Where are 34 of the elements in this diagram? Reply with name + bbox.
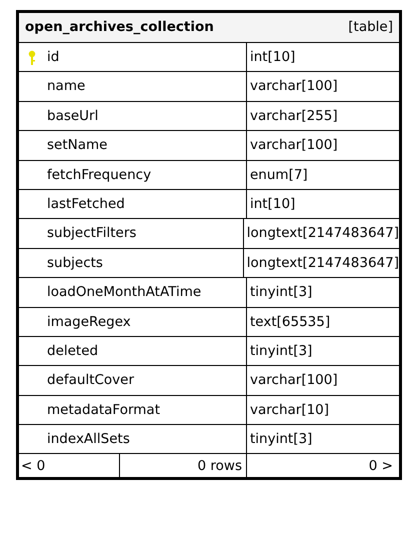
column-name: baseUrl [47, 106, 98, 126]
column-type: longtext[2147483647] [246, 224, 399, 244]
row-count: 0 rows [198, 456, 242, 476]
column-type: text[65535] [250, 312, 330, 332]
column-type: tinyint[3] [250, 342, 312, 361]
column-name: defaultCover [47, 371, 134, 390]
column-type: varchar[100] [250, 136, 338, 156]
column-name: imageRegex [47, 312, 131, 332]
column-type: varchar[10] [250, 400, 330, 420]
column-type: tinyint[3] [250, 430, 312, 450]
column-type: int[10] [250, 48, 296, 68]
column-name: metadataFormat [47, 400, 160, 420]
column-name: id [47, 48, 60, 68]
column-type: varchar[100] [250, 77, 338, 96]
column-name: lastFetched [47, 195, 125, 214]
column-type: tinyint[3] [250, 283, 312, 302]
column-type: varchar[255] [250, 106, 338, 126]
table-name: open_archives_collection [25, 18, 214, 38]
table-frame [16, 10, 402, 480]
footer-text: 0 > [368, 456, 393, 476]
column-type: varchar[100] [250, 371, 338, 390]
column-name: subjects [47, 254, 103, 273]
column-name: deleted [47, 342, 98, 361]
column-name: loadOneMonthAtATime [47, 283, 202, 302]
column-type: longtext[2147483647] [246, 254, 399, 273]
table-type: [table] [348, 18, 393, 38]
column-name: name [47, 77, 86, 96]
footer-text: < 0 [21, 456, 46, 476]
column-name: setName [47, 136, 108, 156]
column-name: indexAllSets [47, 430, 130, 450]
column-name: fetchFrequency [47, 166, 152, 185]
column-type: int[10] [250, 195, 296, 214]
column-name: subjectFilters [47, 224, 136, 244]
column-type: enum[7] [250, 166, 308, 185]
